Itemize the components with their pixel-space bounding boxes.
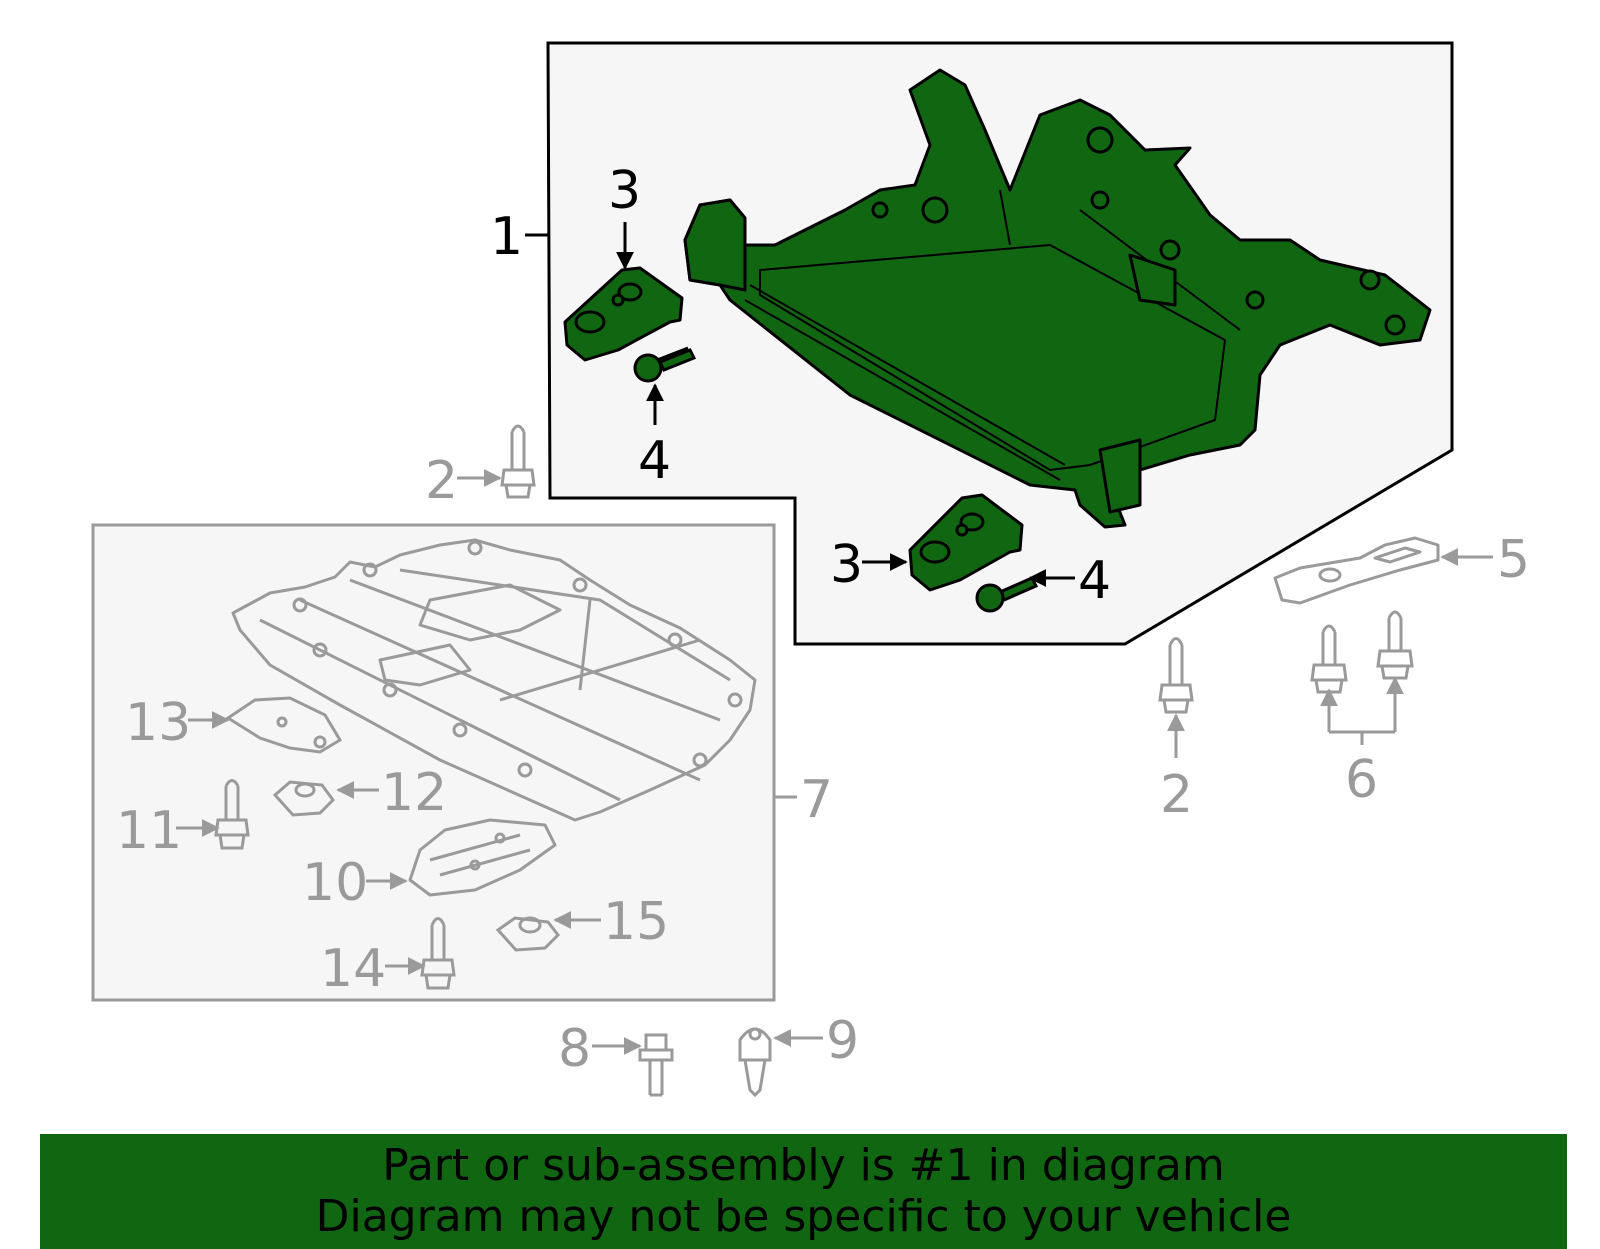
callout-13: 13 bbox=[125, 693, 191, 753]
callout-2-upper: 2 bbox=[425, 451, 458, 511]
callout-6: 6 bbox=[1345, 750, 1378, 810]
leader-lines bbox=[176, 222, 1493, 1055]
bolt-lower[interactable] bbox=[975, 576, 1039, 613]
callout-12: 12 bbox=[381, 763, 447, 823]
callout-15: 15 bbox=[603, 892, 669, 952]
callout-3-upper: 3 bbox=[608, 161, 641, 221]
nut-12[interactable] bbox=[272, 780, 335, 817]
shield-patch-13[interactable] bbox=[225, 696, 343, 754]
mount-bracket-lower[interactable] bbox=[908, 493, 1024, 592]
callout-3-lower: 3 bbox=[830, 535, 863, 595]
callout-8: 8 bbox=[558, 1019, 591, 1079]
callout-2-lower: 2 bbox=[1160, 765, 1193, 825]
nut-15[interactable] bbox=[495, 916, 560, 952]
callout-9: 9 bbox=[826, 1011, 859, 1071]
screw-2-top[interactable] bbox=[500, 424, 536, 499]
callout-4-upper: 4 bbox=[638, 431, 671, 491]
callout-14: 14 bbox=[320, 939, 386, 999]
shield-cover-10[interactable] bbox=[408, 818, 557, 897]
banner-line-1: Part or sub-assembly is #1 in diagram bbox=[382, 1140, 1225, 1191]
bolt-upper[interactable] bbox=[633, 346, 697, 383]
callout-10: 10 bbox=[302, 853, 368, 913]
splash-shield[interactable] bbox=[231, 538, 757, 822]
bolt-6-left[interactable] bbox=[1310, 624, 1348, 694]
info-banner: Part or sub-assembly is #1 in diagram Di… bbox=[40, 1134, 1567, 1249]
callout-4-lower: 4 bbox=[1078, 551, 1111, 611]
clip-9[interactable] bbox=[738, 1027, 772, 1098]
callout-1: 1 bbox=[490, 207, 523, 267]
banner-line-2: Diagram may not be specific to your vehi… bbox=[315, 1191, 1292, 1242]
bolt-8[interactable] bbox=[638, 1033, 674, 1097]
subframe-crossmember[interactable] bbox=[683, 68, 1432, 529]
screw-2-right[interactable] bbox=[1158, 637, 1194, 714]
bolt-6-right[interactable] bbox=[1376, 610, 1414, 680]
callout-7: 7 bbox=[800, 770, 833, 830]
reinforcement-plate-5[interactable] bbox=[1273, 536, 1440, 605]
callout-5: 5 bbox=[1497, 530, 1530, 590]
callout-11: 11 bbox=[116, 801, 182, 861]
